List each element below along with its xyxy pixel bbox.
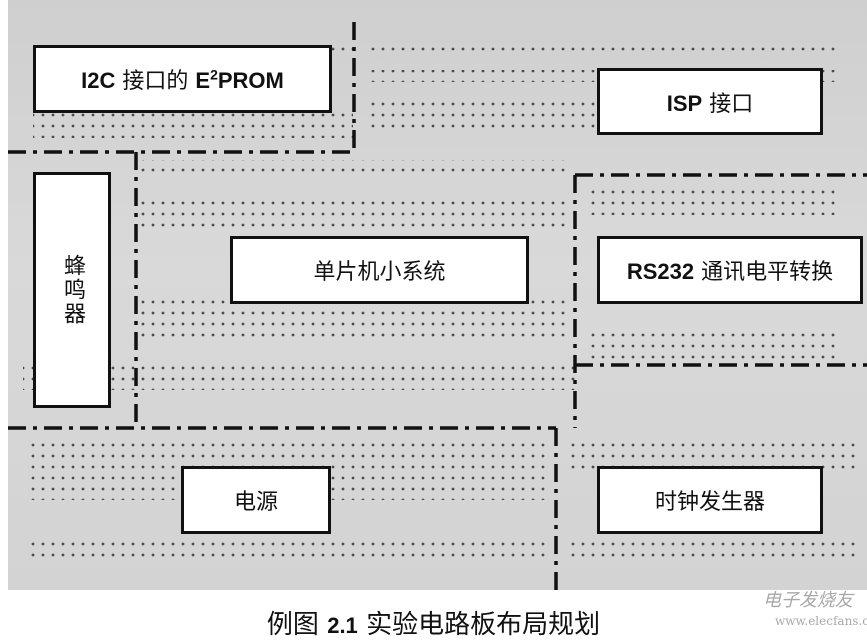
- mcu-label: 单片机小系统: [313, 260, 446, 285]
- board-graphics: [8, 22, 867, 590]
- clock-label: 时钟发生器: [654, 490, 765, 515]
- isp-label-prefix: ISP: [666, 90, 703, 116]
- clock-block: 时钟发生器: [597, 466, 823, 534]
- buzzer-block: 蜂鸣器: [33, 172, 111, 408]
- caption-prefix: 例图: [266, 610, 319, 640]
- eeprom-label-mid: 接口的: [115, 69, 196, 94]
- eeprom-label-rest: PROM: [217, 68, 284, 93]
- rs232-block: RS232 通讯电平转换: [597, 236, 863, 304]
- figure-caption: 例图 2.1 实验电路板布局规划: [0, 604, 867, 641]
- isp-block: ISP 接口: [597, 68, 823, 135]
- watermark-brand: 电子发烧友: [763, 590, 853, 611]
- elecfans-watermark: 电子发烧友 www.elecfans.com: [741, 586, 867, 638]
- rs232-label-prefix: RS232: [626, 259, 695, 284]
- rs232-label-rest: 通讯电平转换: [694, 260, 834, 285]
- power-label: 电源: [233, 490, 278, 515]
- caption-title: 实验电路板布局规划: [366, 610, 601, 640]
- power-block: 电源: [181, 466, 331, 534]
- eeprom-label-prefix: I2C: [81, 68, 116, 93]
- isp-label: ISP 接口: [667, 86, 753, 118]
- caption-number: 2.1: [327, 613, 358, 638]
- eeprom-label-e: E: [195, 68, 211, 93]
- rs232-label: RS232 通讯电平转换: [627, 254, 833, 286]
- eeprom-block: I2C 接口的 E2PROM: [33, 45, 332, 113]
- watermark-url: www.elecfans.com: [775, 614, 867, 628]
- eeprom-label: I2C 接口的 E2PROM: [81, 63, 284, 95]
- eeprom-label-superscript: 2: [210, 66, 218, 83]
- mcu-block: 单片机小系统: [230, 236, 529, 304]
- divider-lines: [8, 22, 867, 590]
- buzzer-label: 蜂鸣器: [60, 254, 85, 326]
- isp-label-rest: 接口: [702, 91, 754, 117]
- hole-rows: [23, 40, 858, 560]
